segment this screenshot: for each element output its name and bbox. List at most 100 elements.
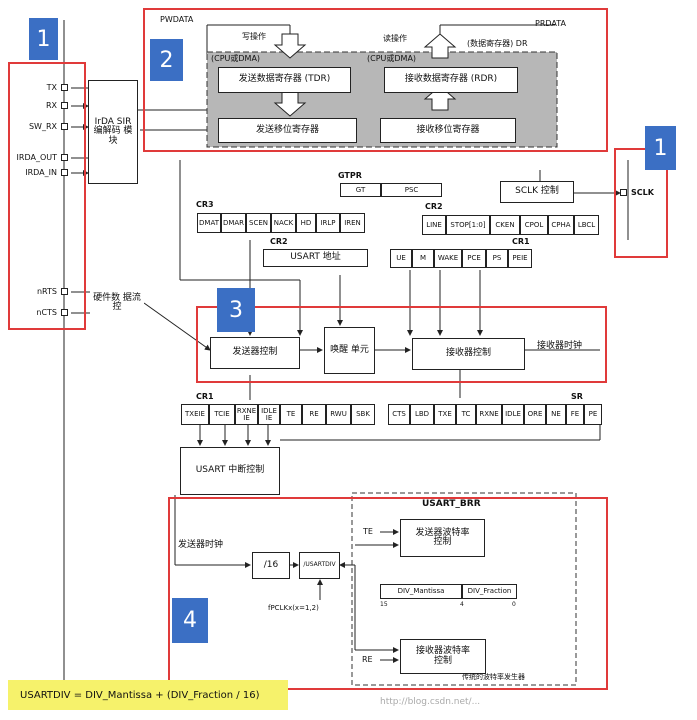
pin-sclk xyxy=(620,189,627,196)
cr3-bit: SCEN xyxy=(246,213,271,233)
cr3-bit: NACK xyxy=(271,213,296,233)
cr2-top-title: CR2 xyxy=(425,202,443,211)
badge-2: 2 xyxy=(150,39,183,81)
tx-baud-control: 发送器波特率 控制 xyxy=(400,519,485,557)
hw-flow-control: 硬件数 据流控 xyxy=(90,288,144,318)
badge-4: 4 xyxy=(172,598,208,643)
cr2-bit: CPHA xyxy=(548,215,574,235)
fpclk-label: fPCLKx(x=1,2) xyxy=(268,604,319,612)
highlight-brr xyxy=(168,497,608,690)
badge-1-left: 1 xyxy=(29,18,58,60)
pin-sclk-label: SCLK xyxy=(631,188,654,197)
cr1-bottom-title: CR1 xyxy=(196,392,214,401)
cr1-top-bit: PS xyxy=(486,249,508,268)
cr3-title: CR3 xyxy=(196,200,214,209)
tx-clock-label: 发送器时钟 xyxy=(178,540,224,550)
cr2-bit: CKEN xyxy=(490,215,520,235)
cr2-bit: CPOL xyxy=(520,215,548,235)
rx-control: 接收器控制 xyxy=(412,338,525,370)
pin-nrts xyxy=(61,288,68,295)
sr-bit: LBD xyxy=(410,404,434,425)
sr-bit: FE xyxy=(566,404,584,425)
cr1-top-bit: WAKE xyxy=(434,249,462,268)
pwdata-label: PWDATA xyxy=(160,15,194,24)
cr3-bit: DMAT xyxy=(197,213,221,233)
cr3-bit: HD xyxy=(296,213,316,233)
cr1-top-bit: M xyxy=(412,249,434,268)
sclk-control: SCLK 控制 xyxy=(500,181,574,203)
highlight-pins-left xyxy=(8,62,86,330)
sr-bit: NE xyxy=(546,404,566,425)
usart-interrupt-control: USART 中断控制 xyxy=(180,447,280,495)
gtpr-title: GTPR xyxy=(338,171,362,180)
sr-bit: ORE xyxy=(524,404,546,425)
cr2-bit: LBCL xyxy=(574,215,599,235)
cr1-top-bit: PCE xyxy=(462,249,486,268)
cr2-bit: STOP[1:0] xyxy=(446,215,490,235)
pin-rx-label: RX xyxy=(45,101,57,110)
cpu-dma-right-label: (CPU或DMA) xyxy=(367,54,417,63)
highlight-sclk xyxy=(614,148,668,258)
sr-bit: RXNE xyxy=(476,404,502,425)
irda-module: IrDA SIR 编解码 模块 xyxy=(88,80,138,184)
highlight-data-registers xyxy=(143,8,608,152)
brr-title: USART_BRR xyxy=(422,499,481,509)
data-register-label: (数据寄存器) DR xyxy=(467,39,528,48)
bit-15-label: 15 xyxy=(380,601,388,608)
cr1-bottom-bit: TXEIE xyxy=(181,404,209,425)
pin-irda-out xyxy=(61,154,68,161)
tx-control: 发送器控制 xyxy=(210,337,300,369)
bit-0-label: 0 xyxy=(512,601,516,608)
re-label: RE xyxy=(362,655,373,664)
usartdiv-formula: USARTDIV = DIV_Mantissa + (DIV_Fraction … xyxy=(8,680,288,710)
wakeup-unit: 唤醒 单元 xyxy=(324,327,375,374)
sr-bit: IDLE xyxy=(502,404,524,425)
gtpr-gt: GT xyxy=(340,183,381,197)
rx-clock-label: 接收器时钟 xyxy=(537,341,583,351)
rx-baud-control: 接收器波特率 控制 xyxy=(400,639,486,674)
te-label: TE xyxy=(363,527,373,536)
pin-irda-in xyxy=(61,169,68,176)
tx-shift-register: 发送移位寄存器 xyxy=(218,118,357,143)
sr-bit: PE xyxy=(584,404,602,425)
cr1-top-bit: PEIE xyxy=(508,249,532,268)
cr1-bottom-bit: TCIE xyxy=(209,404,235,425)
pin-sw-rx-label: SW_RX xyxy=(28,122,57,131)
gtpr-psc: PSC xyxy=(381,183,442,197)
sr-bit: TC xyxy=(456,404,476,425)
pin-ncts-label: nCTS xyxy=(36,308,57,317)
cr1-bottom-bit: RWU xyxy=(326,404,351,425)
cr1-bottom-bit: RXNE IE xyxy=(235,404,258,425)
cr3-bit: IREN xyxy=(340,213,365,233)
cpu-dma-left-label: (CPU或DMA) xyxy=(211,54,261,63)
pin-tx xyxy=(61,84,68,91)
cr1-bottom-bit: RE xyxy=(302,404,326,425)
cr1-top-bit: UE xyxy=(390,249,412,268)
pin-tx-label: TX xyxy=(46,83,57,92)
pin-ncts xyxy=(61,309,68,316)
sr-title: SR xyxy=(571,392,583,401)
cr1-bottom-bit: IDLE IE xyxy=(258,404,280,425)
cr2-addr-title: CR2 xyxy=(270,237,288,246)
brr-footer-label: 传统的波特率发生器 xyxy=(462,673,525,681)
pin-rx xyxy=(61,102,68,109)
cr1-bottom-bit: TE xyxy=(280,404,302,425)
pin-sw-rx xyxy=(61,123,68,130)
bit-4-label: 4 xyxy=(460,601,464,608)
pin-nrts-label: nRTS xyxy=(36,287,57,296)
write-op-label: 写操作 xyxy=(242,32,266,41)
cr1-top-title: CR1 xyxy=(512,237,530,246)
badge-3: 3 xyxy=(217,288,255,332)
rdr-register: 接收数据寄存器 (RDR) xyxy=(384,67,518,93)
cr3-bit: DMAR xyxy=(221,213,246,233)
rx-shift-register: 接收移位寄存器 xyxy=(380,118,516,143)
cr3-bit: IRLP xyxy=(316,213,340,233)
prdata-label: PRDATA xyxy=(535,19,566,28)
cr2-bit: LINE xyxy=(422,215,446,235)
div16-block: /16 xyxy=(252,552,290,579)
pin-irda-out-label: IRDA_OUT xyxy=(16,153,57,162)
watermark: http://blog.csdn.net/... xyxy=(380,697,481,707)
sr-bit: TXE xyxy=(434,404,456,425)
pin-irda-in-label: IRDA_IN xyxy=(25,168,57,177)
usart-address: USART 地址 xyxy=(263,249,368,267)
